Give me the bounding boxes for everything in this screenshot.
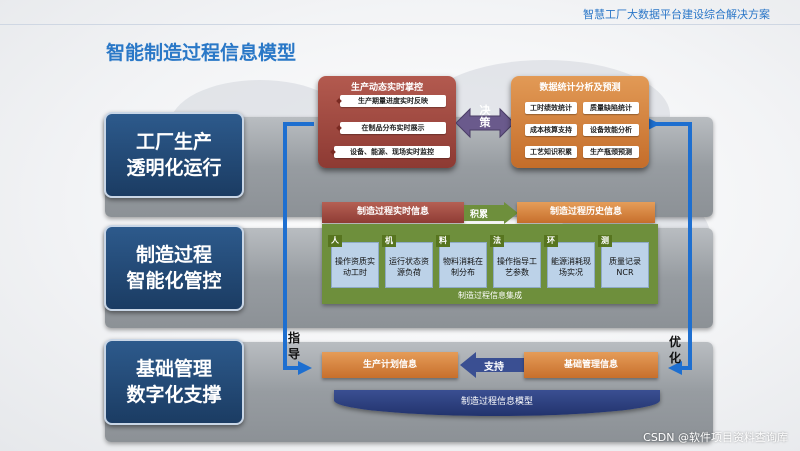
decision-label: 决 策 bbox=[476, 105, 494, 129]
layer-label-transparent: 工厂生产 透明化运行 bbox=[104, 112, 244, 198]
optimize-char: 优 bbox=[668, 335, 681, 349]
optimize-arrow-head bbox=[668, 361, 682, 375]
header-divider bbox=[0, 24, 800, 25]
factor-text: 操作指导工艺参数 bbox=[497, 257, 537, 277]
base-management-box: 基础管理信息 bbox=[524, 352, 658, 378]
production-plan-box: 生产计划信息 bbox=[322, 352, 458, 378]
factor-text: 操作资质实动工时 bbox=[335, 257, 375, 277]
layer-label-line2: 数字化支撑 bbox=[126, 384, 222, 406]
realtime-item: 在制品分布实时展示 bbox=[336, 122, 446, 134]
layer-label-intelligent: 制造过程 智能化管控 bbox=[104, 225, 244, 311]
factor-tag: 人 bbox=[328, 235, 342, 247]
factor-tag: 测 bbox=[598, 235, 612, 247]
guide-label: 指 导 bbox=[286, 330, 302, 362]
guide-char: 导 bbox=[287, 347, 300, 361]
accumulate-arrow-icon bbox=[464, 202, 518, 224]
realtime-control-title: 生产动态实时掌控 bbox=[350, 83, 423, 93]
factor-tag: 环 bbox=[544, 235, 558, 247]
support-arrow-icon bbox=[460, 352, 524, 378]
support-label: 支持 bbox=[484, 362, 504, 373]
bullet-icon bbox=[336, 98, 342, 104]
layer-label-line1: 工厂生产 bbox=[135, 131, 212, 153]
factor-card-machine: 机 运行状态资源负荷 bbox=[382, 235, 433, 288]
integration-footer: 制造过程信息集成 bbox=[458, 291, 522, 300]
factor-text: 运行状态资源负荷 bbox=[389, 257, 429, 277]
factor-tag: 机 bbox=[382, 235, 396, 247]
guide-arrow-line bbox=[283, 122, 314, 370]
layer-label-line1: 基础管理 bbox=[135, 358, 212, 380]
accumulate-label: 积累 bbox=[470, 210, 489, 220]
statistics-item: 工时绩效统计 bbox=[525, 102, 577, 114]
decision-char: 决 bbox=[479, 104, 491, 117]
statistics-item: 生产瓶颈预测 bbox=[583, 146, 639, 158]
statistics-item: 成本核算支持 bbox=[525, 124, 577, 136]
watermark-text: CSDN @软件项目资料查询库 bbox=[643, 431, 788, 444]
decision-char: 策 bbox=[479, 116, 491, 129]
factor-text: 能源消耗现场实况 bbox=[551, 257, 591, 277]
realtime-item: 设备、能源、现场实时监控 bbox=[330, 146, 450, 158]
factor-card-person: 人 操作资质实动工时 bbox=[328, 235, 379, 288]
factor-card-measure: 测 质量记录NCR bbox=[598, 235, 649, 288]
optimize-arrow-tail-head bbox=[646, 117, 660, 131]
guide-char: 指 bbox=[287, 331, 300, 345]
factor-tag: 料 bbox=[436, 235, 450, 247]
factor-text: 质量记录NCR bbox=[609, 257, 641, 277]
bullet-icon bbox=[336, 125, 342, 131]
factor-card-material: 料 物料消耗在制分布 bbox=[436, 235, 487, 288]
realtime-info-header: 制造过程实时信息 bbox=[322, 202, 464, 223]
optimize-label: 优 化 bbox=[667, 334, 683, 366]
optimize-arrow-line bbox=[650, 122, 692, 370]
header-subtitle: 智慧工厂大数据平台建设综合解决方案 bbox=[583, 8, 770, 21]
factor-text: 物料消耗在制分布 bbox=[443, 257, 483, 277]
history-info-header: 制造过程历史信息 bbox=[517, 202, 655, 223]
page-title: 智能制造过程信息模型 bbox=[106, 42, 297, 64]
realtime-control-box: 生产动态实时掌控 生产期量进度实时反映 在制品分布实时展示 设备、能源、现场实时… bbox=[318, 76, 456, 168]
optimize-char: 化 bbox=[668, 351, 681, 365]
statistics-box: 数据统计分析及预测 工时绩效统计 质量缺陷统计 成本核算支持 设备效能分析 工艺… bbox=[511, 76, 649, 168]
layer-label-line2: 透明化运行 bbox=[126, 157, 222, 179]
decision-arrow-icon bbox=[456, 107, 514, 139]
process-model-bar: 制造过程信息模型 bbox=[334, 390, 660, 416]
statistics-item: 设备效能分析 bbox=[583, 124, 639, 136]
layer-label-line2: 智能化管控 bbox=[126, 270, 222, 292]
realtime-item: 生产期量进度实时反映 bbox=[336, 95, 446, 107]
guide-arrow-head bbox=[298, 361, 312, 375]
bullet-icon bbox=[330, 149, 336, 155]
layer-label-digital: 基础管理 数字化支撑 bbox=[104, 339, 244, 425]
factor-card-environment: 环 能源消耗现场实况 bbox=[544, 235, 595, 288]
factor-tag: 法 bbox=[490, 235, 504, 247]
statistics-item: 工艺知识积累 bbox=[525, 146, 577, 158]
factor-card-method: 法 操作指导工艺参数 bbox=[490, 235, 541, 288]
statistics-item: 质量缺陷统计 bbox=[583, 102, 639, 114]
statistics-title: 数据统计分析及预测 bbox=[539, 83, 621, 93]
layer-label-line1: 制造过程 bbox=[135, 244, 212, 266]
